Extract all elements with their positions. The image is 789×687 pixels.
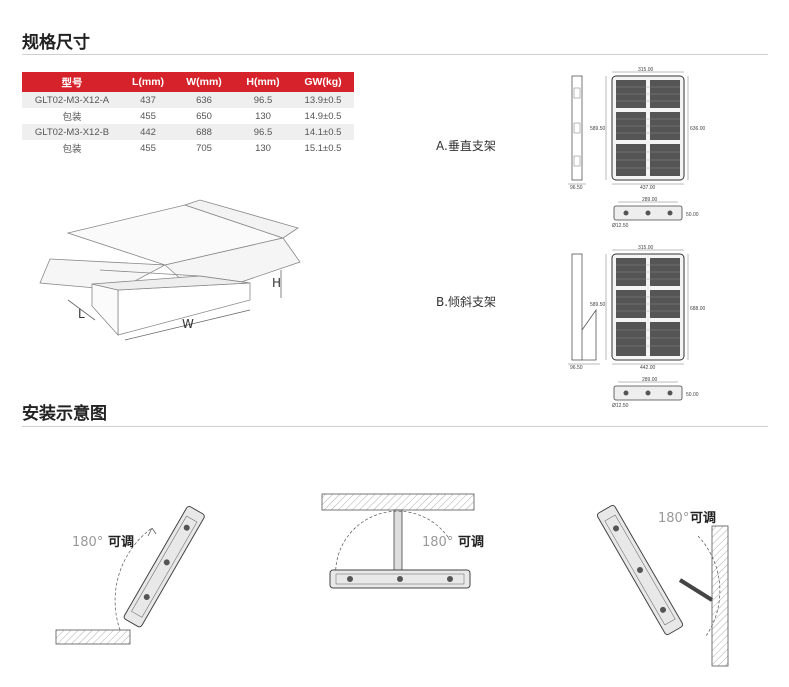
- cell-model: 包装: [22, 140, 122, 156]
- install1-adjust: 可调: [108, 535, 134, 550]
- cell-l: 455: [122, 108, 174, 124]
- cell-w: 650: [174, 108, 234, 124]
- b-dim-height-left: 589.50: [590, 302, 606, 308]
- bracket-b-label: B.倾斜支架: [436, 295, 497, 309]
- cell-model: GLT02-M3-X12-A: [22, 92, 122, 108]
- cell-h: 96.5: [234, 92, 292, 108]
- table-row: GLT02-M3-X12-B 442 688 96.5 14.1±0.5: [22, 124, 354, 140]
- install3-angle: 180°: [658, 511, 689, 526]
- cell-h: 130: [234, 108, 292, 124]
- b-dim-hole: Ø12.50: [612, 403, 629, 409]
- a-dim-height-left: 589.50: [590, 126, 606, 132]
- spec-table-header: 型号 L(mm) W(mm) H(mm) GW(kg): [22, 72, 354, 92]
- install-section-title: 安装示意图: [22, 404, 107, 424]
- b-dim-plan-width: 289.00: [642, 377, 658, 383]
- install-ceiling-mount: 180° 可调: [321, 493, 484, 589]
- table-row: 包装 455 650 130 14.9±0.5: [22, 108, 354, 124]
- install2-angle: 180°: [422, 535, 453, 550]
- cell-w: 688: [174, 124, 234, 140]
- table-row: 包装 455 705 130 15.1±0.5: [22, 140, 354, 156]
- specs-divider: [22, 54, 768, 55]
- cell-gw: 14.9±0.5: [292, 108, 354, 124]
- bracket-a-label: A.垂直支架: [436, 139, 496, 153]
- cell-l: 442: [122, 124, 174, 140]
- a-dim-plan-width: 289.00: [642, 197, 658, 203]
- bracket-a-drawing: 315.00 589.50 636.00 437.00 96.50 289.00…: [568, 67, 706, 229]
- cell-model: 包装: [22, 108, 122, 124]
- header-w: W(mm): [174, 72, 234, 92]
- spec-table: 型号 L(mm) W(mm) H(mm) GW(kg) GLT02-M3-X12…: [22, 72, 354, 156]
- b-dim-bottom: 442.00: [640, 365, 656, 371]
- a-dim-plan-height: 50.00: [686, 212, 699, 218]
- install-wall-mount: 180° 可调: [596, 504, 729, 667]
- box-dim-w: W: [182, 317, 194, 331]
- cell-gw: 15.1±0.5: [292, 140, 354, 156]
- header-gw: GW(kg): [292, 72, 354, 92]
- header-model: 型号: [22, 72, 122, 92]
- box-dim-h: H: [272, 276, 282, 290]
- a-dim-bottom: 437.00: [640, 185, 656, 191]
- header-h: H(mm): [234, 72, 292, 92]
- cell-l: 437: [122, 92, 174, 108]
- cell-model: GLT02-M3-X12-B: [22, 124, 122, 140]
- a-dim-height-right: 636.00: [690, 126, 706, 132]
- cell-h: 96.5: [234, 124, 292, 140]
- cell-gw: 14.1±0.5: [292, 124, 354, 140]
- install3-adjust: 可调: [690, 511, 716, 526]
- cell-gw: 13.9±0.5: [292, 92, 354, 108]
- specs-section-title: 规格尺寸: [22, 33, 90, 53]
- a-dim-hole: Ø12.50: [612, 223, 629, 229]
- install-ground-mount: 180° 可调: [55, 505, 205, 645]
- cell-w: 636: [174, 92, 234, 108]
- header-l: L(mm): [122, 72, 174, 92]
- box-dim-l: L: [78, 307, 85, 321]
- cell-w: 705: [174, 140, 234, 156]
- install1-angle: 180°: [72, 535, 103, 550]
- bracket-b-drawing: 315.00 589.50 688.00 442.00 96.50 289.00…: [568, 245, 706, 409]
- cell-l: 455: [122, 140, 174, 156]
- cell-h: 130: [234, 140, 292, 156]
- b-dim-height-right: 688.00: [690, 306, 706, 312]
- install-divider: [22, 426, 768, 427]
- a-dim-side: 96.50: [570, 185, 583, 191]
- install2-adjust: 可调: [458, 535, 484, 550]
- b-dim-width: 315.00: [638, 245, 654, 251]
- b-dim-side: 96.50: [570, 365, 583, 371]
- table-row: GLT02-M3-X12-A 437 636 96.5 13.9±0.5: [22, 92, 354, 108]
- b-dim-plan-height: 50.00: [686, 392, 699, 398]
- a-dim-width: 315.00: [638, 67, 654, 73]
